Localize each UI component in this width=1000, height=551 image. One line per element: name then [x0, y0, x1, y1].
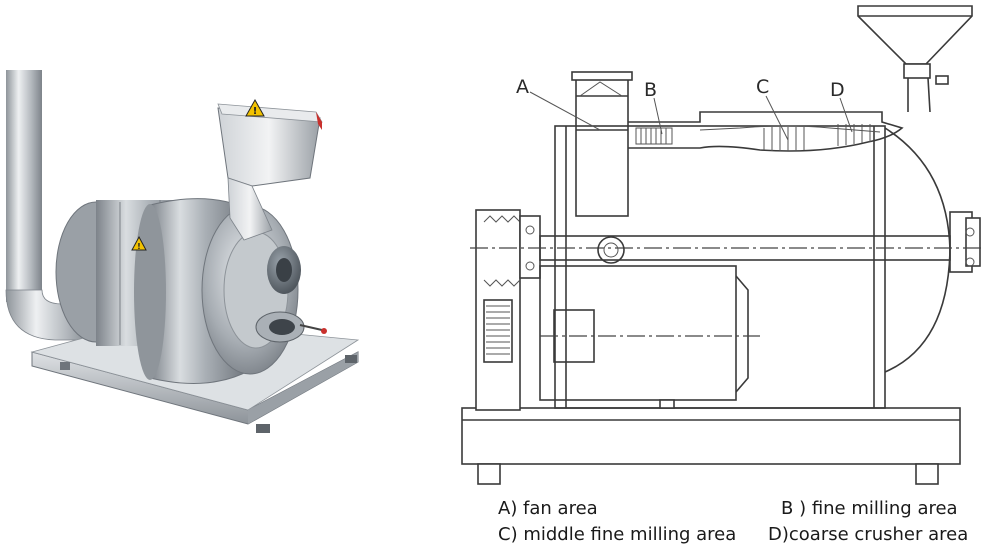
svg-text:A: A	[516, 76, 529, 98]
base-foot	[256, 424, 270, 433]
base-foot	[345, 355, 357, 363]
warning-triangle-icon: !	[245, 98, 265, 117]
callout-d: D	[830, 79, 853, 133]
callout-b: B	[644, 79, 663, 135]
drawing-motor	[539, 265, 737, 401]
drawing-frame	[554, 125, 886, 409]
drawing-foot	[477, 463, 501, 485]
legend-coarse-crusher-area: D)coarse crusher area	[768, 524, 969, 545]
callout-c: C	[756, 76, 789, 141]
drawing-hopper	[857, 5, 973, 65]
exhaust-pipe	[6, 70, 42, 302]
legend-fine-milling-area: B ) fine milling area	[781, 498, 958, 519]
svg-text:C: C	[756, 76, 769, 98]
technical-drawing: A B C D	[461, 5, 985, 485]
drawing-foot	[915, 463, 939, 485]
callout-a: A	[516, 76, 601, 131]
machine-photo: ! !	[5, 70, 360, 433]
drawing-base	[461, 407, 961, 465]
drawing-fan-area	[575, 77, 629, 217]
drawing-dome	[884, 127, 951, 373]
drawing-middle-mill-grid	[763, 127, 805, 151]
legend-middle-fine-milling-area: C) middle fine milling area	[498, 524, 737, 545]
svg-text:!: !	[253, 106, 258, 117]
drawing-coarse-crusher-grid	[837, 124, 871, 146]
red-knob	[321, 328, 327, 334]
svg-text:!: !	[137, 242, 141, 251]
warning-triangle-icon: !	[131, 235, 147, 251]
svg-text:B: B	[644, 79, 657, 101]
svg-text:D: D	[830, 79, 845, 101]
drawing-fine-mill-grid	[635, 127, 673, 145]
drawing-pulley	[475, 209, 521, 411]
drawing-bearing-left	[519, 215, 541, 279]
base-foot	[60, 362, 70, 370]
legend-fan-area: A) fan area	[498, 498, 598, 519]
drawing-mill-channel	[628, 111, 904, 152]
